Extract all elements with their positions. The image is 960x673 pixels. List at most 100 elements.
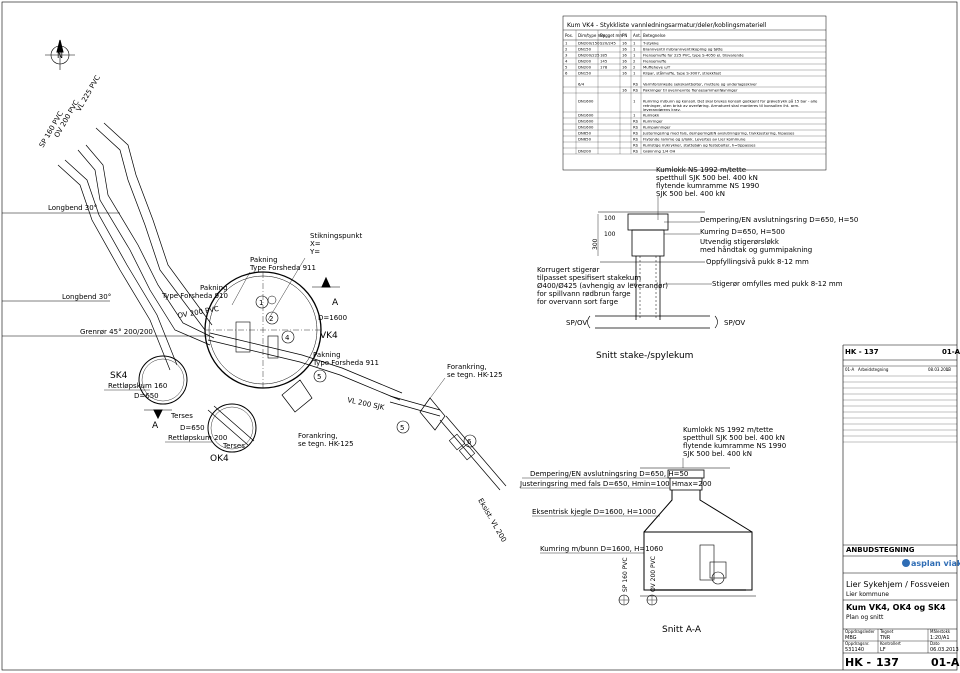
pipe-label-ov200-plan: OV 200 PVC: [177, 305, 220, 320]
small-revision: 01-A: [942, 348, 960, 356]
rev-by: LF: [946, 367, 951, 372]
parts-cell: RS: [633, 137, 639, 142]
aa-eksentrisk-label: Eksentrisk kjegle D=1600, H=1000: [532, 508, 656, 516]
parts-cell: 178: [600, 65, 608, 70]
parts-cell: RS: [633, 119, 639, 124]
parts-cell: Kumringer: [643, 119, 663, 124]
value-tegnet: TNR: [879, 635, 891, 641]
parts-cell: 16: [622, 41, 627, 46]
parts-cell: Flensemuffe: [643, 59, 667, 64]
small-drawing-number: HK - 137: [845, 348, 879, 356]
parts-cell: 6/4: [578, 82, 585, 87]
parts-cell: Pakninger til ovennevnte flensesammenføy…: [643, 88, 738, 93]
stake-right-label: SP/OV: [724, 319, 745, 327]
label-malestokk: Målestokk: [930, 629, 951, 634]
plan-view: N VL 225 PVC OV 200 PVC SP 160 PVC Longb…: [2, 39, 508, 544]
drawing-status: ANBUDSTEGNING: [846, 546, 915, 554]
parts-cell: 16: [622, 47, 627, 52]
stake-dim-100b: 100: [604, 231, 616, 238]
revision-lines: [843, 375, 957, 443]
rev-description: Arbeidstegning: [858, 367, 889, 372]
parts-cell: 185: [600, 53, 608, 58]
ok4-manhole: [207, 403, 257, 453]
forankring-label-2: Forankring,se tegn. HK-125: [447, 363, 503, 379]
svg-text:4: 4: [285, 334, 290, 342]
parts-cell: 1: [633, 41, 636, 46]
ok4-label: OK4: [210, 454, 229, 464]
rettlop160-label: Rettløpskum 160: [108, 382, 167, 390]
parts-cell: 5: [565, 65, 568, 70]
parts-cell: Kumpakninger: [643, 125, 671, 130]
parts-cell: DN200: [578, 149, 592, 154]
stikning-line-3: Y=: [309, 248, 320, 256]
svg-text:5: 5: [400, 424, 404, 432]
stake-dempering-label: Dempering/EN avslutningsring D=650, H=50: [700, 216, 858, 224]
parts-header-cell: Dim/type mm: [578, 33, 606, 38]
parts-cell: DN1600: [578, 99, 594, 104]
value-oppdragsleder: MBG: [845, 635, 857, 641]
parts-cell: DN200/225: [578, 53, 600, 58]
parts-cell: 4: [565, 59, 568, 64]
value-dato: 06.03.2013: [930, 647, 959, 653]
stake-korrugert-label: Korrugert stigerør tilpasset spesifisert…: [537, 266, 670, 306]
value-oppdragsnr: 531140: [845, 647, 864, 653]
label-dato: Dato: [930, 641, 940, 646]
aa-pipe-label-sp160: SP 160 PVC: [622, 557, 629, 592]
parts-cell: 1: [633, 47, 636, 52]
parts-cell: DN200: [578, 65, 592, 70]
parts-header-cell: PN: [622, 33, 627, 38]
sk4-diameter-label: D=650: [134, 392, 159, 400]
aa-pipe-label-ov200: OV 200 PVC: [650, 556, 657, 592]
value-kontrollert: LF: [880, 647, 886, 653]
pipe-label-eksist: Eksist. VL 200: [476, 497, 508, 544]
sk4-manhole: [138, 355, 188, 405]
aa-kumring-label: Kumring m/bunn D=1600, H=1060: [540, 545, 663, 553]
pipe-ov200: [77, 144, 215, 346]
parts-cell: RS: [633, 125, 639, 130]
parts-cell: 16: [622, 65, 627, 70]
parts-cell: RS: [633, 143, 639, 148]
plan-item-circles: 1 2 4 5: [255, 295, 327, 383]
drawing-revision: 01-A: [931, 656, 960, 669]
parts-cell: 2: [633, 59, 636, 64]
value-malestokk: 1:20/A1: [930, 635, 950, 641]
parts-cell: 3: [565, 53, 568, 58]
parts-cell: DN1600: [578, 125, 594, 130]
parts-cell: 1: [633, 53, 636, 58]
stake-lid-note: Kumlokk NS 1992 m/tette spetthull SJK 50…: [656, 166, 761, 198]
longbend-label-left: Longbend 30°: [62, 293, 111, 301]
parts-cell: Kilpar, stålmuffe, type S-3007, strekkfa…: [643, 71, 721, 76]
pipe-sp160: [57, 159, 178, 371]
sk4-label: SK4: [110, 371, 128, 381]
parts-cell: 16: [622, 88, 627, 93]
parts-cell: 6: [565, 71, 568, 76]
parts-cell: DN200/150: [578, 41, 600, 46]
svg-text:2: 2: [269, 315, 273, 323]
parts-list-table: Kum VK4 - Stykkliste vannledningsarmatur…: [562, 15, 827, 171]
svg-text:5: 5: [317, 373, 321, 381]
parts-cell: Flytende ramme og s/lokk. Levertes av Li…: [643, 137, 746, 142]
drawing-number-prefix: HK -: [845, 656, 871, 669]
parts-cell: Kumlokk: [643, 113, 660, 118]
section-mark-a: A A: [144, 276, 340, 431]
section-aa: Kumlokk NS 1992 m/tette spetthull SJK 50…: [519, 426, 786, 635]
north-label: N: [57, 51, 63, 60]
stake-stigeror-label: Stigerør omfylles med pukk 8-12 mm: [712, 280, 843, 288]
section-a-label-bottom: A: [152, 421, 159, 431]
parts-cell: 16: [622, 71, 627, 76]
stake-dim-100a: 100: [604, 215, 616, 222]
